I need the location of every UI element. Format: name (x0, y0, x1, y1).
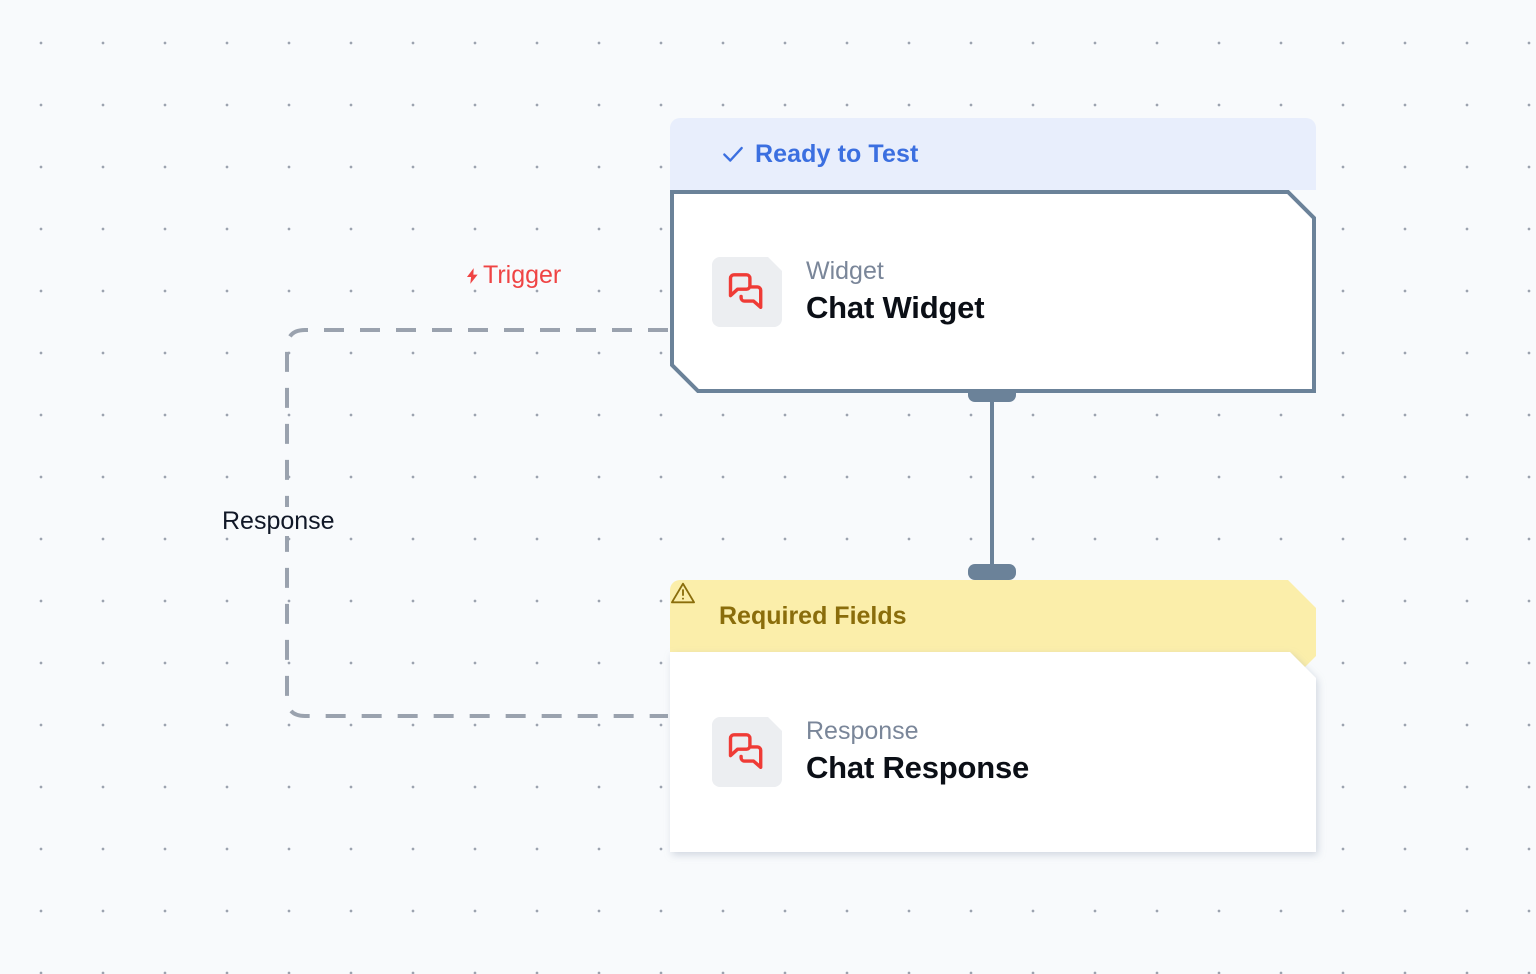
node-body-chat-response[interactable]: Response Chat Response (670, 652, 1316, 852)
connector-handle-bottom[interactable] (968, 564, 1016, 580)
lightning-bolt-icon (463, 263, 482, 289)
edge-label-trigger-text: Trigger (483, 260, 562, 289)
node-header-label: Ready to Test (755, 139, 919, 168)
node-icon-chat-widget (712, 256, 782, 327)
node-header-label: Required Fields (719, 601, 907, 630)
node-header-ready-to-test: Ready to Test (670, 118, 1316, 190)
node-body-outline (670, 190, 1316, 393)
check-icon (720, 141, 746, 167)
edge-label-trigger: Trigger (463, 262, 561, 288)
node-body-outline (670, 652, 1316, 852)
node-chat-response[interactable]: Required Fields (670, 580, 1316, 852)
node-kicker: Response (806, 717, 919, 745)
edge-label-response: Response (218, 507, 339, 536)
node-kicker: Widget (806, 256, 884, 285)
node-chat-widget[interactable]: Ready to Test (670, 118, 1316, 393)
node-header-required-fields: Required Fields (670, 580, 1316, 680)
node-icon-chat-response (712, 717, 782, 787)
edge-path-trigger (285, 328, 668, 718)
node-title: Chat Widget (806, 289, 985, 325)
node-title: Chat Response (806, 750, 1030, 786)
node-body-chat-widget[interactable]: Widget Chat Widget (670, 190, 1316, 393)
